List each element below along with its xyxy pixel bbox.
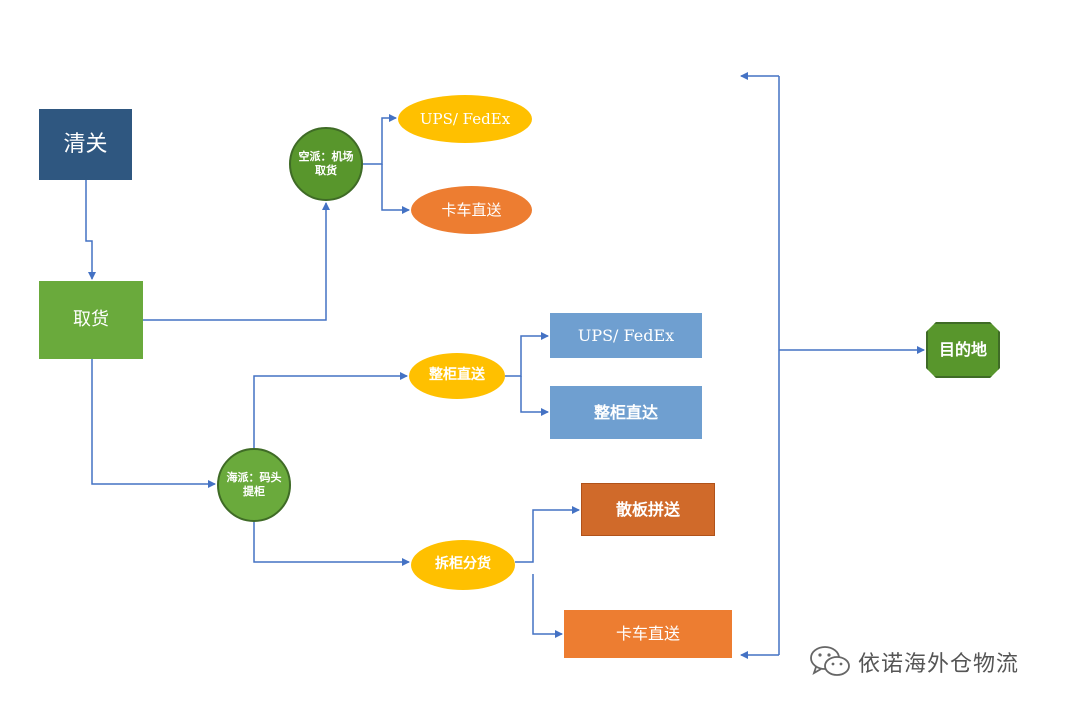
watermark: 依诺海外仓物流 bbox=[808, 640, 1019, 684]
qingguan-box: 清关 bbox=[39, 109, 132, 180]
chaigui-fenhuo-ellipse: 拆柜分货 bbox=[411, 540, 515, 590]
haipai-circle: 海派：码头提柜 bbox=[217, 448, 291, 522]
arrow-zhenggui-to-zhengda bbox=[520, 376, 549, 416]
air-ups-fedex-ellipse: UPS/ FedEx bbox=[398, 95, 532, 143]
arrow-chaigui-to-truck bbox=[532, 574, 563, 638]
watermark-text: 依诺海外仓物流 bbox=[858, 652, 1020, 677]
sea-ups-fedex-box: UPS/ FedEx bbox=[550, 313, 702, 358]
arrow-qingguan-to-quhuo bbox=[85, 180, 96, 280]
zhenggui-zhisong-ellipse: 整柜直送 bbox=[409, 353, 505, 399]
arrow-quhuo-to-kongpai bbox=[143, 202, 330, 321]
air-truck-ellipse: 卡车直送 bbox=[411, 186, 532, 234]
arrow-haipai-to-chaigui bbox=[253, 522, 410, 566]
arrow-kongpai-to-truck bbox=[381, 164, 410, 214]
arrow-chaigui-to-sanban bbox=[515, 506, 580, 563]
kongpai-circle: 空派：机场取货 bbox=[289, 127, 363, 201]
sanban-pinsong-box: 散板拼送 bbox=[581, 483, 715, 536]
arrow-zhenggui-to-ups bbox=[505, 332, 549, 377]
arrow-kongpai-to-ups bbox=[363, 114, 397, 165]
mudidi-octagon: 目的地 bbox=[926, 322, 1000, 378]
arrow-quhuo-to-haipai bbox=[91, 359, 216, 488]
wechat-icon bbox=[810, 646, 850, 676]
quhuo-box: 取货 bbox=[39, 281, 143, 359]
arrow-haipai-to-zhenggui bbox=[253, 372, 408, 448]
sea-truck-box: 卡车直送 bbox=[564, 610, 732, 658]
zhenggui-zhida-box: 整柜直达 bbox=[550, 386, 702, 439]
